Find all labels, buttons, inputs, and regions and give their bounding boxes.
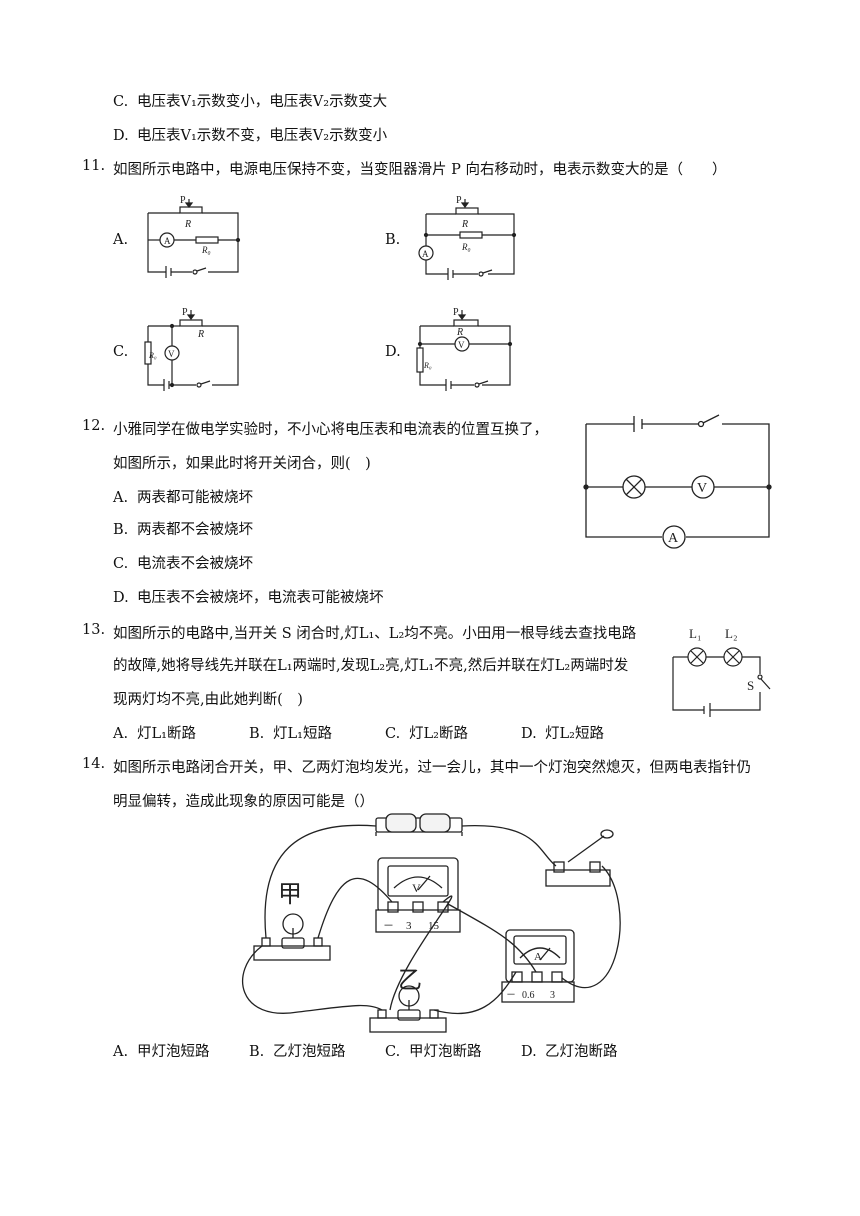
voltmeter-label: V — [168, 349, 175, 359]
q14-physical-circuit: 甲 V － 3 15 乙 A － 0.6 3 — [241, 813, 621, 1033]
option-text: 乙灯泡断路 — [545, 1044, 618, 1060]
option-letter: D. — [521, 726, 537, 742]
option-letter: C. — [385, 726, 401, 742]
question-number: 14. — [82, 756, 106, 772]
option-letter: C. — [385, 1044, 401, 1060]
resistor-label: R₀ — [461, 242, 471, 252]
voltmeter-label: V — [458, 340, 465, 350]
lamp-label: L₂ — [725, 626, 737, 641]
ammeter-label: A — [668, 531, 679, 546]
resistor-label: R — [456, 327, 463, 338]
question-number: 12. — [82, 418, 106, 434]
slider-label: P — [453, 307, 459, 318]
option-text: 两表都不会被烧坏 — [137, 522, 253, 538]
terminal-label: 0.6 — [522, 990, 535, 1001]
option-letter: A. — [113, 490, 129, 506]
lamp-label: L₁ — [689, 626, 701, 641]
option-text: 电压表不会被烧坏，电流表可能被烧坏 — [137, 590, 384, 606]
q12-option-c: C. 电流表不会被烧坏 — [113, 552, 253, 573]
q13-option-b: B. 灯L₁短路 — [249, 722, 332, 743]
ammeter-label: A — [534, 951, 542, 963]
option-letter: C. — [113, 94, 129, 110]
option-letter: B. — [249, 726, 265, 742]
question-stem: 的故障,她将导线先并联在L₁两端时,发现L₂亮,灯L₁不亮,然后并联在灯L₂两端… — [113, 658, 629, 674]
q14-option-a: A. 甲灯泡短路 — [113, 1040, 210, 1061]
option-text: 灯L₁断路 — [137, 726, 196, 742]
option-text: 电流表不会被烧坏 — [137, 556, 253, 572]
q10-option-c: C. 电压表V₁示数变小，电压表V₂示数变大 — [113, 90, 387, 111]
q14-option-c: C. 甲灯泡断路 — [385, 1040, 482, 1061]
option-letter: D. — [113, 590, 129, 606]
q13-option-a: A. 灯L₁断路 — [113, 722, 196, 743]
terminal-label: － — [506, 990, 516, 1001]
q12-option-d: D. 电压表不会被烧坏，电流表可能被烧坏 — [113, 586, 384, 607]
q12-option-a: A. 两表都可能被烧坏 — [113, 486, 253, 507]
option-text: 灯L₂短路 — [545, 726, 604, 742]
question-number: 11. — [82, 158, 106, 174]
q14-option-d: D. 乙灯泡断路 — [521, 1040, 618, 1061]
q11-option-d-label: D. — [385, 344, 401, 360]
q10-option-d: D. 电压表V₁示数不变，电压表V₂示数变小 — [113, 124, 387, 145]
option-text: 电压表V₁示数变小，电压表V₂示数变大 — [137, 94, 388, 110]
terminal-label: － — [383, 920, 394, 932]
lamp-jia-label: 甲 — [278, 882, 302, 908]
resistor-label: R — [197, 329, 204, 340]
option-letter: A. — [113, 726, 129, 742]
ammeter-label: A — [164, 236, 171, 246]
resistor-label: R₀ — [423, 361, 432, 370]
q11-circuit-d: P R R₀ V — [416, 307, 513, 391]
resistor-label: R₀ — [148, 351, 157, 360]
slider-label: P — [182, 307, 188, 318]
resistor-label: R — [184, 219, 191, 230]
q12-option-b: B. 两表都不会被烧坏 — [113, 518, 253, 539]
ammeter-label: A — [422, 249, 429, 259]
slider-label: P — [180, 195, 186, 206]
switch-label: S — [747, 678, 754, 693]
option-text: 灯L₂断路 — [409, 726, 468, 742]
q13-circuit: L₁ L₂ S — [672, 626, 771, 717]
terminal-label: 3 — [406, 920, 412, 932]
option-letter: B. — [249, 1044, 265, 1060]
voltmeter-label: V — [412, 881, 421, 895]
terminal-label: 3 — [550, 990, 555, 1001]
option-text: 灯L₁短路 — [273, 726, 332, 742]
voltmeter-label: V — [697, 481, 707, 496]
option-text: 两表都可能被烧坏 — [137, 490, 253, 506]
q13-option-d: D. 灯L₂短路 — [521, 722, 604, 743]
q11-circuit-c: P R R₀ V — [144, 307, 239, 391]
option-letter: D. — [521, 1044, 537, 1060]
question-stem: 小雅同学在做电学实验时，不小心将电压表和电流表的位置互换了， — [113, 422, 548, 438]
q12-circuit: V A — [583, 414, 772, 549]
option-letter: A. — [113, 1044, 129, 1060]
option-text: 电压表V₁示数不变，电压表V₂示数变小 — [137, 128, 388, 144]
option-letter: C. — [113, 556, 129, 572]
q11-option-a-label: A. — [113, 232, 129, 248]
resistor-label: R₀ — [201, 245, 211, 255]
q11-circuit-b: P R R₀ A — [418, 195, 517, 280]
question-stem: 明显偏转，造成此现象的原因可能是（） — [113, 794, 374, 810]
question-stem: 如图所示，如果此时将开关闭合，则( ) — [113, 456, 371, 472]
q11-circuit-a: P R R₀ A — [147, 195, 241, 278]
option-text: 甲灯泡短路 — [137, 1044, 210, 1060]
q14-option-b: B. 乙灯泡短路 — [249, 1040, 346, 1061]
option-text: 甲灯泡断路 — [409, 1044, 482, 1060]
q13-option-c: C. 灯L₂断路 — [385, 722, 468, 743]
question-stem: 如图所示电路闭合开关，甲、乙两灯泡均发光，过一会儿，其中一个灯泡突然熄灭，但两电… — [113, 760, 751, 776]
resistor-label: R — [461, 219, 468, 230]
option-text: 乙灯泡短路 — [273, 1044, 346, 1060]
question-stem: 现两灯均不亮,由此她判断( ) — [113, 692, 303, 708]
question-number: 13. — [82, 622, 106, 638]
option-letter: D. — [113, 128, 129, 144]
question-stem: 如图所示的电路中,当开关 S 闭合时,灯L₁、L₂均不亮。小田用一根导线去查找电… — [113, 626, 637, 642]
question-stem: 如图所示电路中，电源电压保持不变，当变阻器滑片 P 向右移动时，电表示数变大的是… — [113, 162, 727, 178]
q11-option-b-label: B. — [385, 232, 401, 248]
option-letter: B. — [113, 522, 129, 538]
slider-label: P — [456, 195, 462, 206]
q11-option-c-label: C. — [113, 344, 129, 360]
